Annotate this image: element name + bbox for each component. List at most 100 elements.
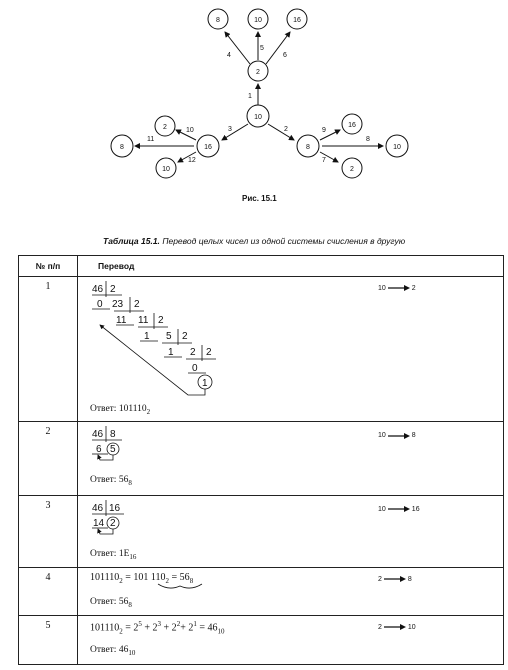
- div-step: 11: [116, 315, 127, 326]
- edge-label: 1: [248, 93, 252, 100]
- conversion-diagram: 10 2 8 10 16 16 2 8 10 8 16 10 2 1 3 2 4…: [110, 8, 409, 179]
- row-num: 3: [45, 499, 51, 511]
- expr-base: 10: [217, 627, 225, 636]
- node-right-hub: [296, 134, 320, 158]
- div-dividend: 46: [92, 503, 104, 514]
- answer-prefix: Ответ:: [90, 596, 119, 607]
- expr-term: + 2: [180, 622, 194, 634]
- div-remainder: 14: [93, 518, 105, 529]
- div-quotient: 2: [190, 347, 196, 358]
- div-dividend: 46: [92, 284, 104, 295]
- answer: Ответ: 4610: [90, 645, 135, 657]
- edge-label: 8: [366, 136, 370, 143]
- expr-exp: 5: [138, 619, 142, 628]
- answer: Ответ: 568: [90, 597, 132, 609]
- edge-label: 4: [227, 52, 231, 59]
- dir-from: 10: [378, 432, 386, 440]
- expr-base: 2: [119, 576, 123, 585]
- arrow-right-icon: [387, 505, 410, 512]
- answer-base: 16: [129, 552, 137, 561]
- edge-label: 10: [186, 127, 194, 134]
- div-remainder: 0: [97, 299, 103, 310]
- dir-from: 2: [378, 575, 382, 583]
- row-num: 4: [45, 571, 51, 583]
- header-conv: Перевод: [77, 254, 504, 278]
- node-left-hub: [196, 134, 220, 158]
- node-label: 16: [348, 122, 356, 129]
- table-row: 1 46 2 0 23: [18, 276, 504, 423]
- node-right-leaf-3: [341, 157, 363, 179]
- node-label: 16: [293, 17, 301, 24]
- node-label: 10: [393, 144, 401, 151]
- div-quotient: 23: [112, 299, 124, 310]
- div-remainder: 0: [192, 363, 198, 374]
- row-num-cell: 3: [18, 494, 78, 568]
- div-quotient: 11: [138, 315, 149, 326]
- answer-value: 46: [118, 644, 129, 655]
- row-conv-cell: 46 2 0 23 2 11 11 2 1 5 2 1 2 2 0 1: [77, 276, 504, 423]
- node-label: 10: [254, 17, 262, 24]
- expr-group-1: 101: [133, 571, 149, 583]
- expression: 1011102 = 25 + 23 + 22+ 21 = 4610: [90, 620, 224, 635]
- div-divisor: 2: [158, 315, 164, 326]
- node-label: 2: [163, 124, 167, 131]
- div-quotient: 2: [110, 518, 116, 529]
- node-top-hub: [247, 60, 269, 82]
- expr-term: + 2: [161, 622, 177, 634]
- dir-from: 10: [378, 505, 386, 513]
- row-num: 1: [45, 281, 51, 293]
- long-division-octal: 46 8 6 5: [92, 426, 122, 461]
- div-divisor: 2: [110, 284, 116, 295]
- node-label: 2: [350, 166, 354, 173]
- node-right-leaf-2: [385, 134, 409, 158]
- expr-term: = 2: [122, 622, 139, 634]
- expr-result: = 56: [169, 571, 190, 583]
- node-left-leaf-1: [154, 115, 176, 137]
- table-title-label: Таблица 15.1.: [103, 236, 160, 246]
- answer-prefix: Ответ:: [90, 404, 119, 415]
- expr-result: = 46: [196, 622, 218, 634]
- edge-label: 9: [322, 127, 326, 134]
- expr-term: + 2: [141, 622, 158, 634]
- table-title: Таблица 15.1. Перевод целых чисел из одн…: [103, 236, 405, 246]
- header-num: № п/п: [18, 254, 78, 278]
- long-division-hex: 46 16 14 2: [92, 499, 124, 534]
- table-header-row: № п/п Перевод: [18, 254, 504, 278]
- node-label: 8: [216, 17, 220, 24]
- arrow-right-icon: [387, 432, 410, 439]
- conversion-table: № п/п Перевод 1 46: [18, 254, 504, 666]
- node-left-leaf-3: [155, 157, 177, 179]
- row-num-cell: 5: [18, 614, 78, 666]
- long-division-binary: 46 2 0 23 2 11 11 2 1 5 2 1 2 2 0 1: [92, 281, 216, 396]
- figure-caption: Рис. 15.1: [242, 194, 277, 203]
- grouping-brace: [157, 583, 203, 589]
- edge-label: 3: [228, 126, 232, 133]
- table-title-text: Перевод целых чисел из одной системы счи…: [162, 236, 406, 246]
- div-divisor: 2: [206, 347, 212, 358]
- row-num-cell: 1: [18, 276, 78, 423]
- expr-binary: 101110: [90, 622, 120, 634]
- row-num-cell: 2: [18, 421, 78, 496]
- node-label: 8: [120, 144, 124, 151]
- answer: Ответ: 1011102: [90, 404, 150, 416]
- answer-value: 56: [118, 475, 129, 486]
- edge-label: 6: [283, 52, 287, 59]
- node-right-leaf-1: [341, 113, 363, 135]
- div-remainder: 6: [96, 444, 102, 455]
- expr-base: 8: [189, 576, 194, 585]
- expr-group-2: 110: [150, 571, 166, 583]
- expr-exp: 2: [176, 619, 181, 628]
- dir-from: 2: [378, 623, 382, 631]
- answer-prefix: Ответ:: [90, 548, 119, 559]
- node-top-leaf-2: [247, 8, 269, 30]
- dir-to: 8: [411, 432, 416, 440]
- edge-label: 2: [284, 126, 288, 133]
